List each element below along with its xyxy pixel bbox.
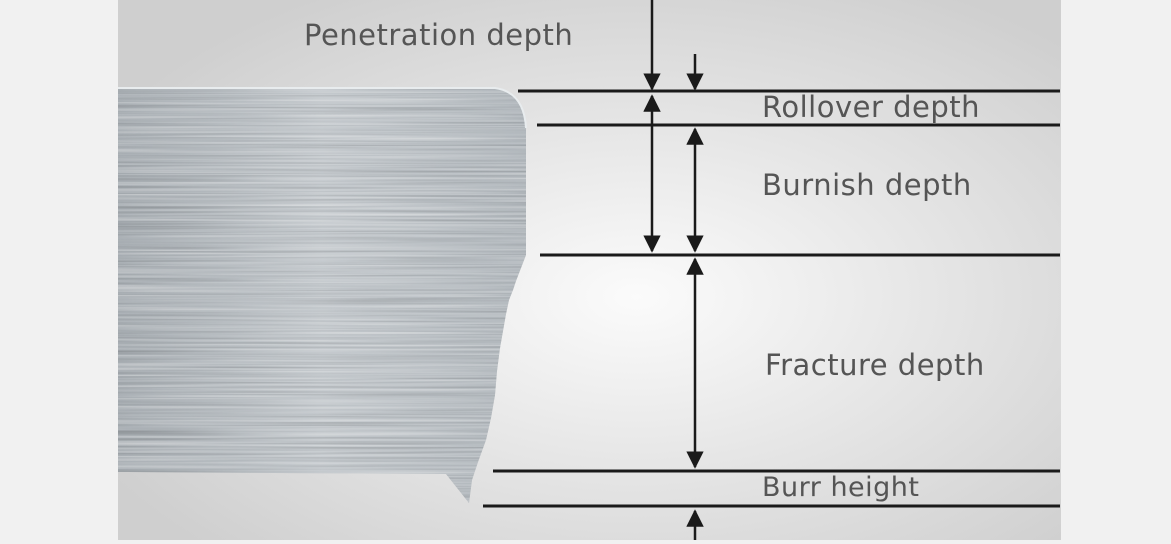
rollover-highlight <box>118 87 527 129</box>
fracture-depth-label: Fracture depth <box>765 348 985 382</box>
penetration-depth-label: Penetration depth <box>304 18 574 52</box>
rollover-depth-label: Rollover depth <box>762 90 981 124</box>
burr-height-label: Burr height <box>762 472 920 503</box>
burnish-depth-label: Burnish depth <box>762 168 972 202</box>
sheared-metal-part <box>118 88 526 503</box>
